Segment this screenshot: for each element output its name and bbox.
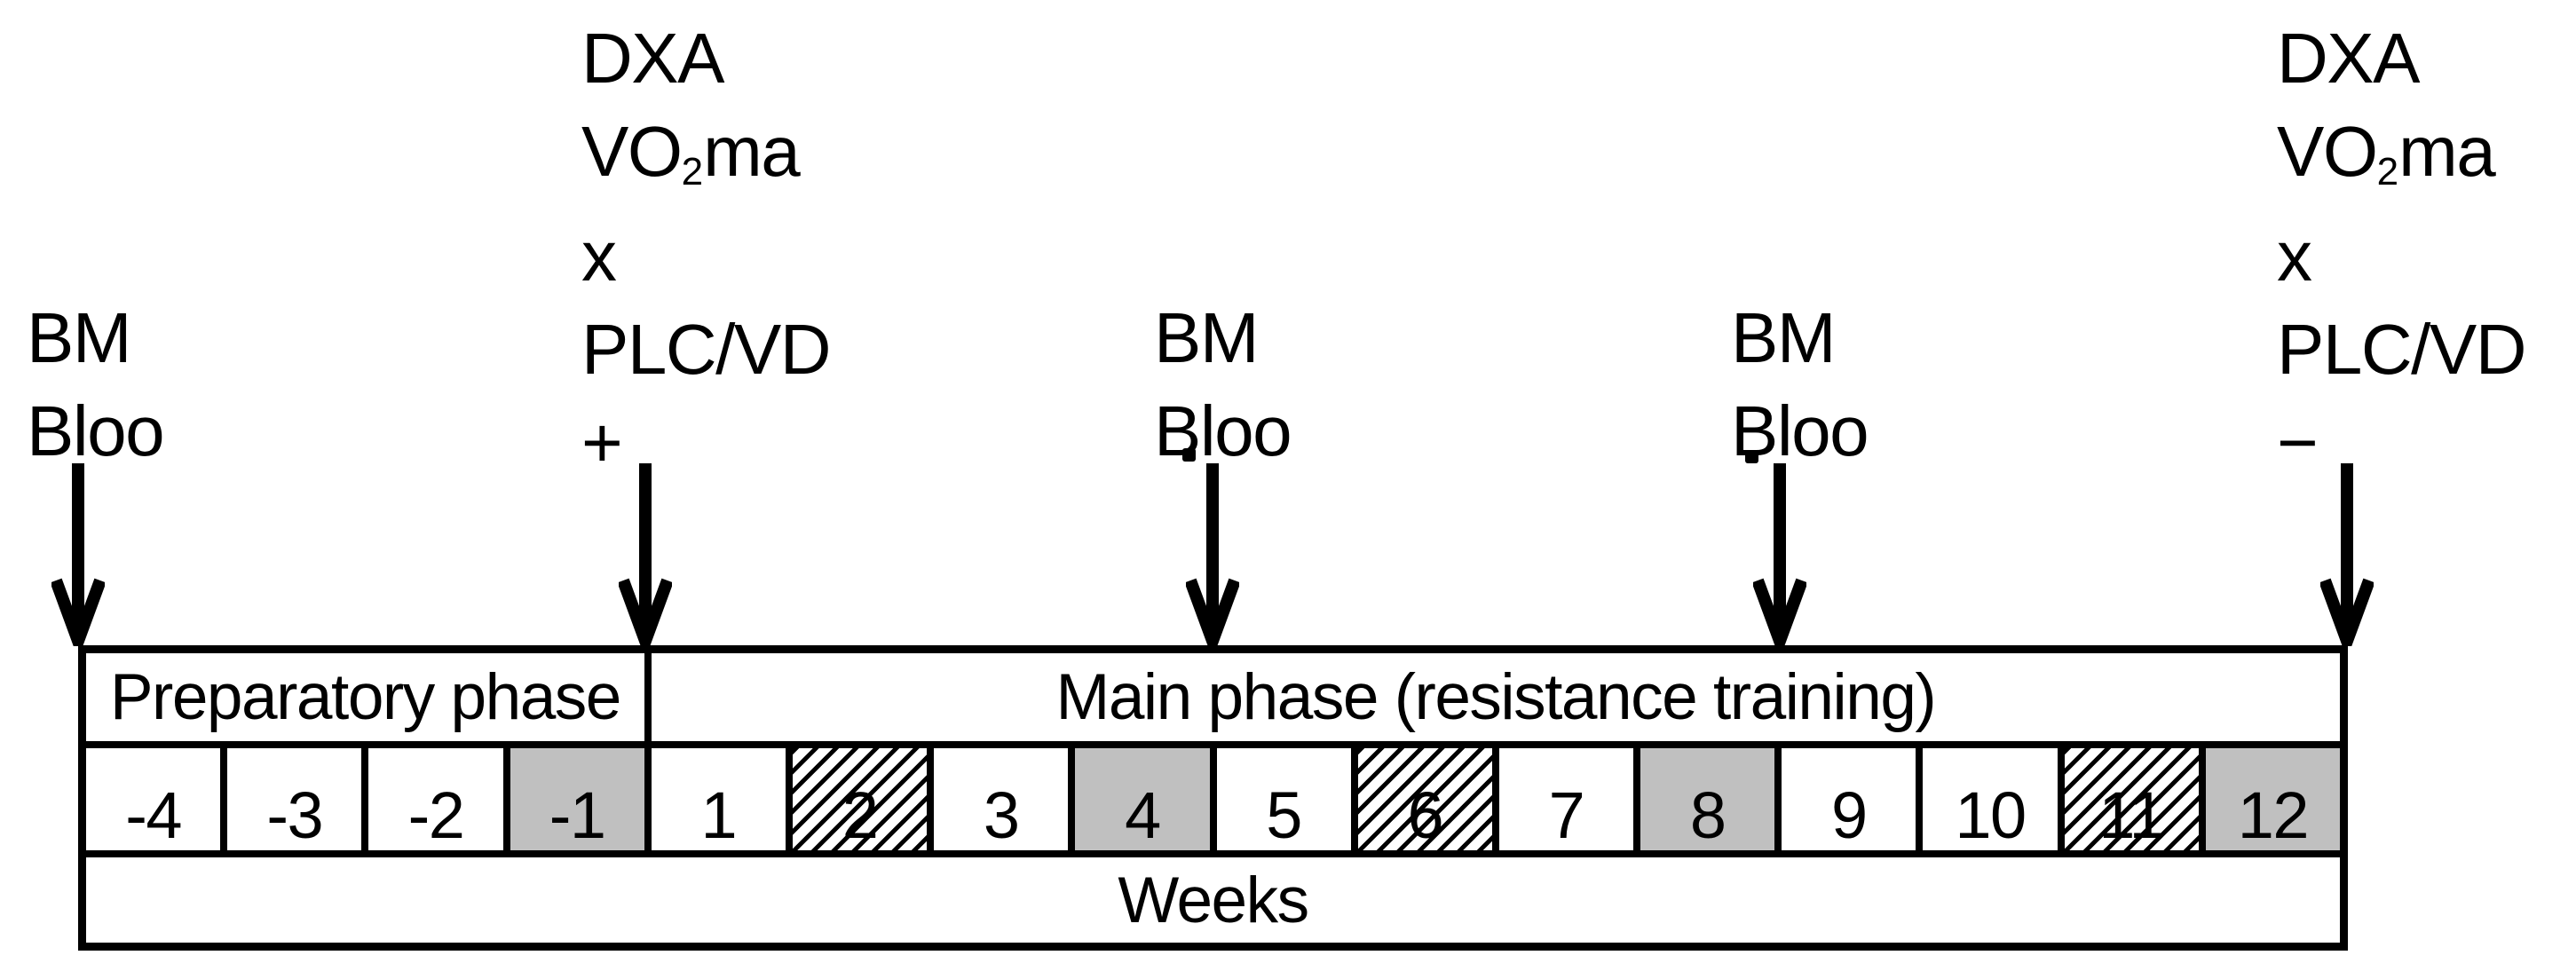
down-arrow-icon	[1753, 463, 1806, 646]
week-number: -4	[125, 778, 182, 850]
week-number: 7	[1548, 778, 1585, 850]
week-number: 2	[842, 778, 879, 850]
vo2-suffix: ma	[703, 112, 801, 191]
week-cell: 3	[934, 748, 1069, 850]
week-number: 4	[1125, 778, 1161, 850]
week-cell: -1	[510, 748, 644, 850]
down-arrow-icon	[1186, 463, 1239, 646]
week-cell: 5	[1216, 748, 1351, 850]
phase-header-main: Main phase (resistance training)	[651, 653, 2340, 741]
phase-label: Preparatory phase	[109, 661, 622, 733]
down-arrow-icon	[51, 463, 105, 646]
week-number: 12	[2237, 778, 2310, 850]
down-arrow-icon	[619, 463, 672, 646]
annotation-line-vo2max: VO2ma	[2277, 105, 2525, 209]
week-cell: 2	[792, 748, 928, 850]
annotation-line: Bloo	[1154, 391, 1292, 470]
week-cell: -3	[227, 748, 362, 850]
week-number: -1	[549, 778, 606, 850]
week-number: 8	[1689, 778, 1727, 850]
annotation-line: DXA	[2277, 19, 2420, 98]
week-number: 3	[983, 778, 1020, 850]
week-cell: 1	[651, 748, 786, 850]
week-cell: 4	[1075, 748, 1210, 850]
annotation-line: BM	[27, 298, 132, 377]
phase-header-preparatory: Preparatory phase	[86, 653, 644, 741]
phase-label: Main phase (resistance training)	[1055, 661, 1937, 733]
annotation-dxa-pre: DXA VO2ma x PLC/VD +	[581, 12, 831, 489]
vo2-subscript: 2	[681, 149, 704, 193]
week-number: -3	[266, 778, 323, 850]
week-cell: 10	[1923, 748, 2058, 850]
down-arrow-icon	[2320, 463, 2374, 646]
clipped-text-dot	[1182, 448, 1196, 462]
annotation-bm-week4: BM Bloo	[1154, 291, 1292, 478]
week-cell: 8	[1640, 748, 1775, 850]
annotation-dxa-post: DXA VO2ma x PLC/VD −	[2277, 12, 2526, 489]
week-cell: 11	[2064, 748, 2199, 850]
annotation-line: +	[581, 403, 623, 482]
annotation-line-vo2max: VO2ma	[581, 105, 830, 209]
week-cell: -2	[368, 748, 503, 850]
week-number: 1	[700, 778, 738, 850]
week-number: 9	[1831, 778, 1868, 850]
annotation-line: DXA	[581, 19, 724, 98]
weeks-axis-label-cell: Weeks	[86, 857, 2340, 943]
vo2-subscript: 2	[2376, 149, 2399, 193]
annotation-line: −	[2277, 403, 2319, 482]
annotation-line: BM	[1731, 298, 1837, 377]
week-number: 10	[1955, 778, 2027, 850]
weeks-axis-label: Weeks	[1118, 864, 1309, 936]
week-cell: 12	[2205, 748, 2340, 850]
week-cell: -4	[86, 748, 221, 850]
week-number: 6	[1407, 778, 1443, 850]
vo2-prefix: VO	[2277, 112, 2378, 191]
timeline-table: Preparatory phase Main phase (resistance…	[78, 645, 2348, 951]
clipped-text-dot	[1745, 450, 1758, 463]
week-number: 11	[2098, 778, 2165, 850]
annotation-line: PLC/VD	[2277, 310, 2526, 389]
week-cell: 9	[1782, 748, 1916, 850]
annotation-line: x	[581, 217, 617, 296]
week-number: 5	[1266, 778, 1302, 850]
annotation-line: x	[2277, 217, 2312, 296]
annotation-line: PLC/VD	[581, 310, 831, 389]
annotation-line: Bloo	[27, 391, 165, 470]
vo2-prefix: VO	[581, 112, 683, 191]
week-cell: 7	[1498, 748, 1634, 850]
week-cell: 6	[1357, 748, 1492, 850]
annotation-bm-baseline: BM Bloo	[27, 291, 165, 478]
vo2-suffix: ma	[2398, 112, 2496, 191]
annotation-line: BM	[1154, 298, 1260, 377]
week-number: -2	[407, 778, 465, 850]
